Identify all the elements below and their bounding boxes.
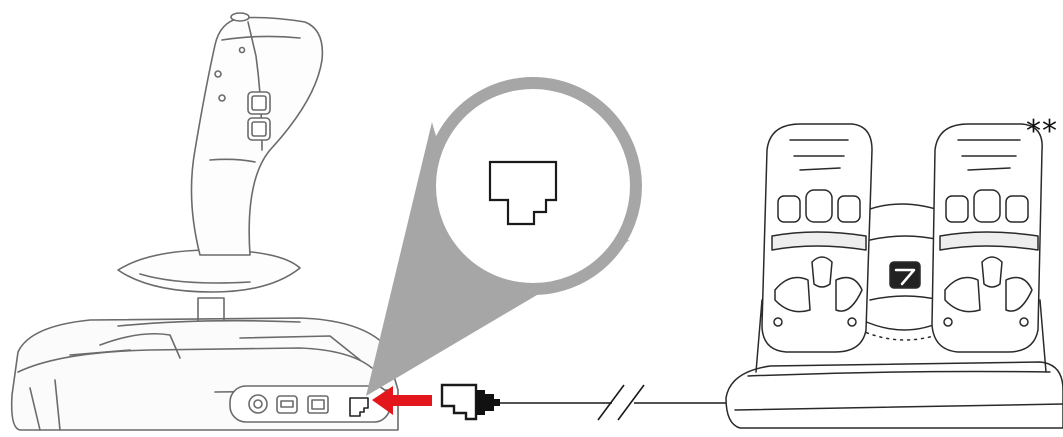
joystick-illustration — [12, 13, 398, 430]
cable — [500, 385, 738, 420]
annotation-mark: ** — [1026, 114, 1058, 149]
port-magnifier — [366, 83, 636, 396]
brand-logo — [890, 262, 920, 288]
rj12-connector-icon — [442, 385, 500, 419]
rudder-pedals-illustration — [726, 124, 1063, 428]
zoom-circle — [430, 83, 636, 289]
